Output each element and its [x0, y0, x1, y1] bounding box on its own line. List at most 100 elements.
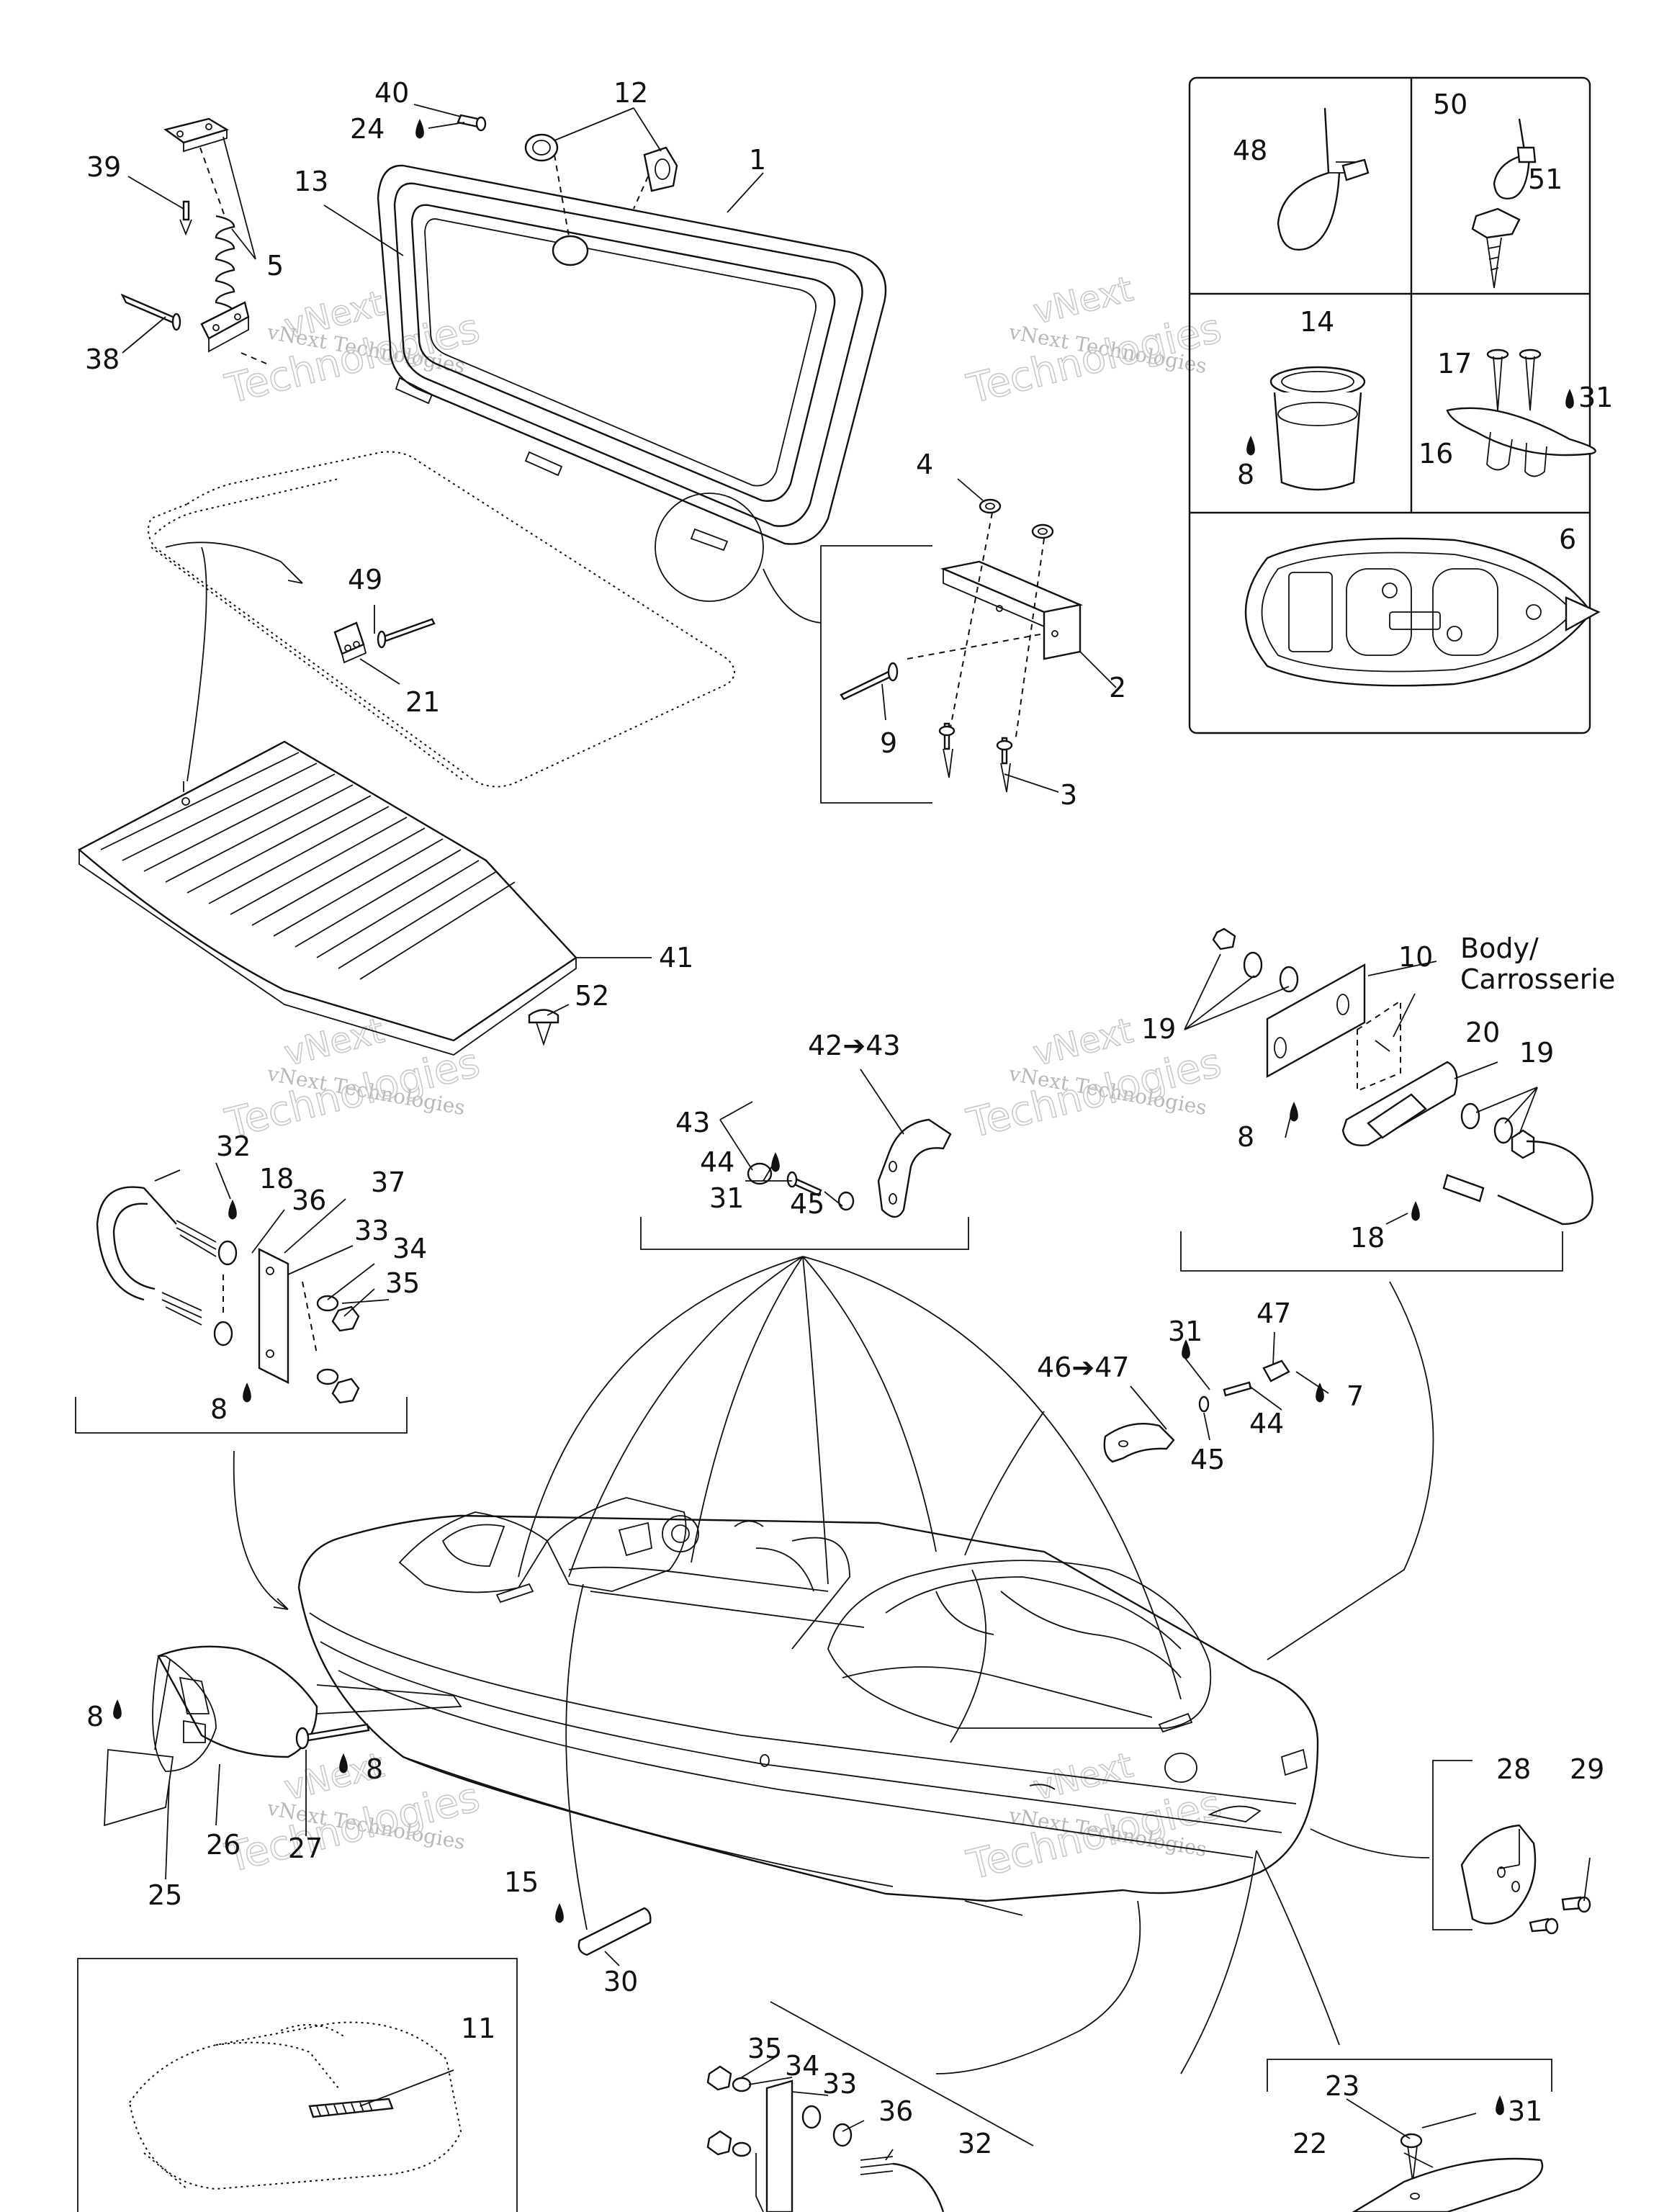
tow-bracket-left: [75, 1186, 408, 1610]
callout-18a: 18: [259, 1163, 294, 1195]
callout-3: 3: [1060, 779, 1077, 811]
leader-lines-misc: [565, 1281, 1434, 2074]
grab-handle-46: [1103, 1359, 1290, 1463]
callout-13: 13: [294, 166, 328, 197]
tow-bracket-upper: [1180, 927, 1593, 1272]
callout-8e: 8: [366, 1753, 383, 1785]
cleat-16: [1446, 407, 1596, 477]
callout-38: 38: [85, 343, 120, 375]
callout-18b: 18: [1350, 1222, 1385, 1254]
callout-34a: 34: [392, 1233, 427, 1264]
drop-icon-31b: [771, 1152, 780, 1172]
rivet-detail-box: [820, 498, 1084, 804]
callout-33a: 33: [354, 1215, 389, 1246]
callout-21: 21: [405, 686, 440, 718]
clip-21: [333, 618, 436, 664]
callout-27: 27: [288, 1833, 323, 1864]
grab-handle-42: [640, 1118, 969, 1250]
svg-text:vNext: vNext: [1029, 269, 1137, 332]
callout-8d: 8: [86, 1701, 104, 1732]
callout-6: 6: [1559, 523, 1576, 555]
callout-29: 29: [1570, 1753, 1604, 1785]
callout-47: 47: [1256, 1298, 1291, 1329]
callout-40: 40: [374, 77, 409, 109]
latch-parts: [524, 133, 678, 237]
rod-30: [577, 1907, 652, 1956]
storage-lid: [377, 164, 887, 552]
drop-icon-8a: [1246, 436, 1255, 456]
screw-40: [457, 114, 487, 132]
callout-1: 1: [749, 144, 766, 176]
callout-8b: 8: [1237, 1121, 1254, 1153]
screws-17: [1486, 349, 1542, 411]
callout-8a: 8: [1237, 459, 1254, 490]
screw-51: [1471, 207, 1521, 289]
leader-fan-42: [518, 1256, 1182, 1700]
cleat-22: [1267, 2059, 1552, 2212]
callout-37: 37: [371, 1166, 405, 1198]
drop-icon-8e: [339, 1753, 348, 1773]
callout-20: 20: [1465, 1017, 1500, 1048]
callout-15: 15: [504, 1866, 539, 1898]
callout-labels: 1 12 40 24 13 39 5 38 49 21 41 52 4 2 9 …: [85, 77, 1615, 2159]
callout-45a: 45: [790, 1188, 824, 1220]
callout-11: 11: [461, 2013, 495, 2044]
drop-icon-8c: [243, 1382, 251, 1403]
callout-25: 25: [148, 1879, 182, 1911]
callout-14: 14: [1300, 306, 1334, 338]
callout-42: 42➔43: [808, 1030, 901, 1061]
callout-23: 23: [1325, 2070, 1359, 2102]
callout-50: 50: [1433, 89, 1467, 120]
callout-33b: 33: [822, 2068, 857, 2100]
callout-48: 48: [1233, 135, 1267, 166]
callout-32b: 32: [958, 2128, 992, 2159]
callout-43: 43: [675, 1107, 710, 1138]
watermark-5: vNext vNext Technologies Technologies: [220, 1745, 485, 1883]
floor-mat: [77, 547, 577, 1056]
watermark-1: vNext vNext Technologies Technologies: [220, 283, 485, 414]
callout-45b: 45: [1190, 1444, 1225, 1475]
callout-31c: 31: [1168, 1316, 1202, 1347]
svg-text:vNext: vNext: [1029, 1745, 1137, 1808]
drop-icon-31a: [1565, 389, 1574, 409]
callout-32a: 32: [216, 1130, 251, 1162]
body-label-line1: Body/: [1460, 932, 1539, 964]
drop-icon-31c: [1182, 1339, 1190, 1359]
callout-35a: 35: [385, 1267, 420, 1299]
callout-31d: 31: [1508, 2095, 1542, 2127]
callout-39: 39: [86, 151, 121, 183]
drop-icon-15: [555, 1903, 564, 1923]
callout-5: 5: [266, 250, 284, 282]
watermark-2: vNext vNext Technologies Technologies: [962, 269, 1226, 414]
callout-7: 7: [1346, 1380, 1364, 1412]
drop-icon-8d: [113, 1699, 122, 1719]
svg-text:Technologies: Technologies: [963, 305, 1226, 413]
body-label-line2: Carrosserie: [1460, 963, 1615, 995]
callout-17: 17: [1437, 348, 1472, 379]
callout-10: 10: [1398, 941, 1433, 973]
callout-24: 24: [350, 113, 385, 145]
inset-11: [77, 1958, 518, 2212]
callout-2: 2: [1109, 672, 1126, 703]
callout-26: 26: [206, 1829, 240, 1861]
callout-36a: 36: [292, 1184, 326, 1216]
watermark-6: vNext vNext Technologies Technologies: [962, 1745, 1226, 1890]
boat-top-view: [1244, 537, 1601, 687]
callout-49: 49: [348, 564, 382, 595]
callout-4: 4: [916, 449, 933, 480]
callout-leaders: [122, 104, 1591, 2168]
callout-51: 51: [1528, 163, 1563, 195]
drop-icon-18a: [228, 1200, 237, 1220]
lid-detail-circle: [655, 493, 822, 624]
callout-41: 41: [659, 942, 693, 974]
callout-28: 28: [1496, 1753, 1531, 1785]
callout-30: 30: [603, 1966, 638, 1997]
drop-icon-7: [1316, 1382, 1324, 1403]
callout-19b: 19: [1519, 1037, 1554, 1069]
drop-icon-24: [415, 119, 424, 139]
callout-36b: 36: [878, 2095, 913, 2127]
callout-52: 52: [575, 980, 609, 1012]
drop-icons: [113, 119, 1574, 2116]
plug-52: [528, 1009, 559, 1046]
tie-strap-48: [1277, 107, 1370, 251]
